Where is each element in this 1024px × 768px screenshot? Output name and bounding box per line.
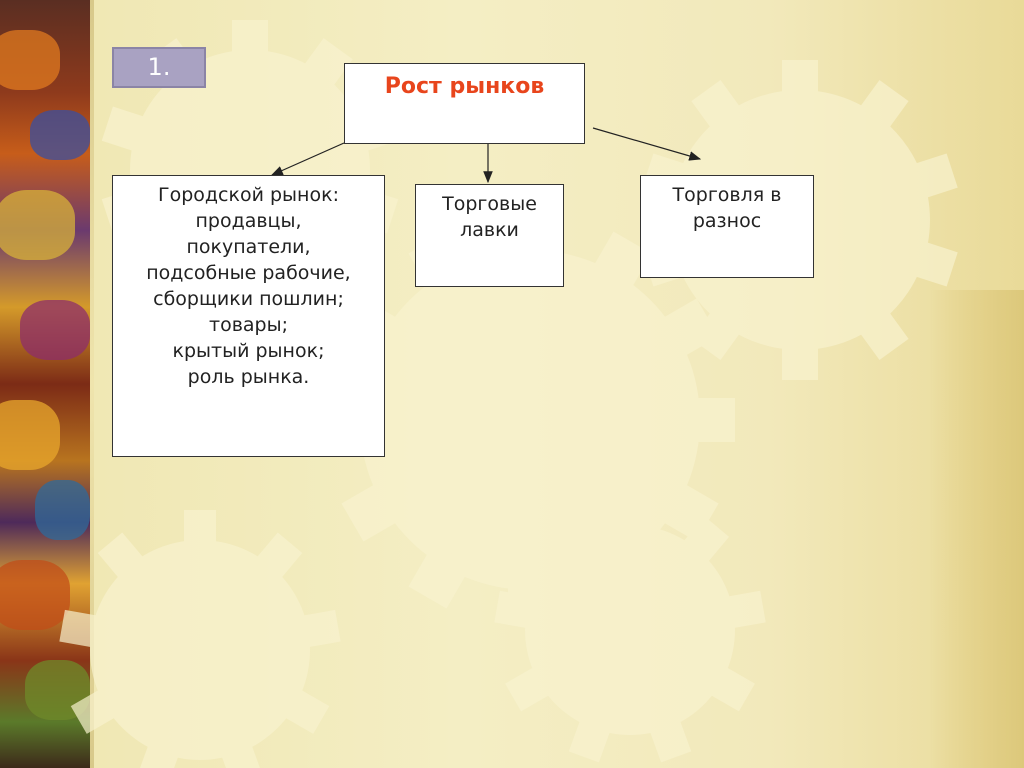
city-market-node-box: Городской рынок: продавцы, покупатели, п… (112, 175, 385, 457)
node-text-line: разнос (692, 210, 762, 232)
node-text-line: лавки (460, 219, 519, 241)
root-node-title: Рост рынков (384, 74, 545, 99)
slide-number-badge: 1. (112, 47, 206, 88)
node-text-line: покупатели, (186, 236, 311, 258)
root-node-box: Рост рынков (344, 63, 585, 144)
peddling-node-box: Торговля в разнос (640, 175, 814, 278)
right-gear-shadow (930, 290, 1024, 768)
arrow-to-peddling (592, 127, 702, 161)
node-text-line: товары; (209, 314, 288, 336)
gear-lower-left-icon (59, 510, 341, 768)
node-text-line: крытый рынок; (172, 340, 325, 362)
decorative-mosaic-strip (0, 0, 90, 768)
node-text-line: сборщики пошлин; (153, 288, 344, 310)
node-text-line: подсобные рабочие, (146, 262, 351, 284)
node-text-line: роль рынка. (187, 366, 310, 388)
trade-shops-node-box: Торговые лавки (415, 184, 564, 287)
node-text-line: продавцы, (195, 210, 302, 232)
arrow-to-city-market (270, 142, 345, 176)
strip-edge-divider (90, 0, 94, 768)
node-text-line: Торговые (442, 193, 537, 215)
node-text-line: Городской рынок: (158, 184, 339, 206)
gear-lower-right-icon (494, 495, 766, 763)
node-text-line: Торговля в (672, 184, 782, 206)
